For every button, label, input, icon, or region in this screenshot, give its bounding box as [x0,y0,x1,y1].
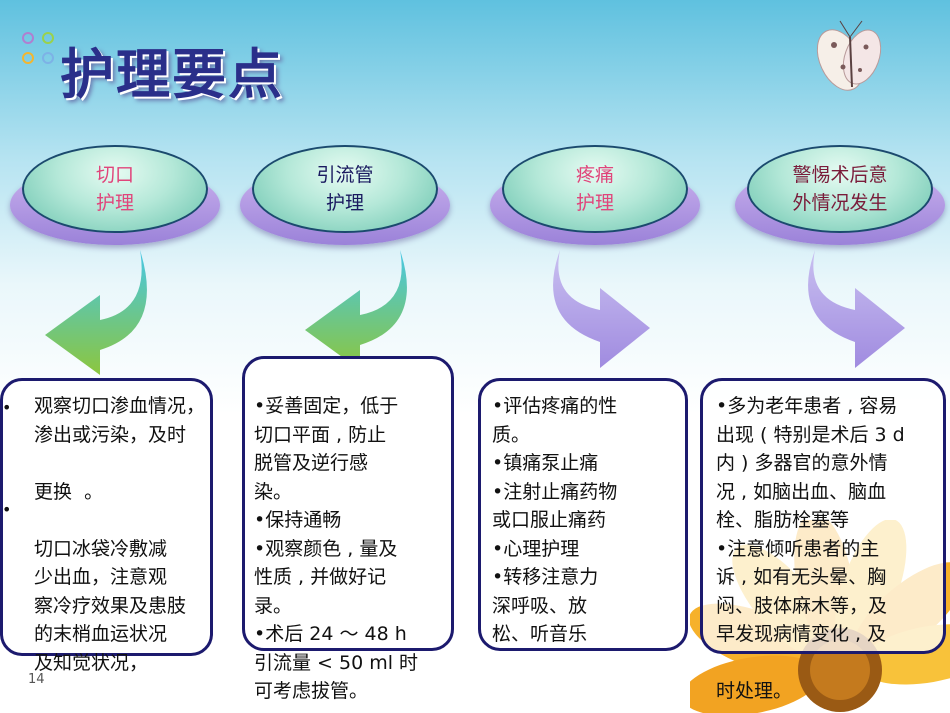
bullet: • [2,398,12,417]
bullet: • [2,500,12,519]
topic-heading: 引流管 护理 [252,145,438,233]
topic-disk-incision: 切口 护理 [10,145,222,255]
content-box-accident [700,378,946,654]
topic-disk-pain: 疼痛 护理 [490,145,702,255]
content-box-pain [478,378,688,651]
page-number: 14 [28,672,45,687]
content-text-accident: •多为老年患者 , 容易 出现 ( 特别是术后 3 d 内 ) 多器官的意外情 … [716,395,905,702]
content-text-pain: •评估疼痛的性 质。 •镇痛泵止痛 •注射止痛药物 或口服止痛药 •心理护理 •… [492,395,618,645]
curved-arrow-icon [45,250,905,375]
butterfly-icon [816,20,882,91]
content-text-incision: 观察切口渗血情况， 渗出或污染，及时 更换 。 切口冰袋冷敷减 少出血，注意观 … [34,395,206,674]
page-title: 护理要点 [60,43,284,106]
topic-heading: 切口 护理 [22,145,208,233]
circle-dots-icon [20,30,60,70]
topic-disk-drainage: 引流管 护理 [240,145,452,255]
topic-disk-accident: 警惕术后意 外情况发生 [735,145,947,255]
content-box-drainage [242,356,454,651]
topic-heading: 警惕术后意 外情况发生 [747,145,933,233]
content-box-incision [0,378,213,656]
topic-heading: 疼痛 护理 [502,145,688,233]
content-text-drainage: •妥善固定，低于 切口平面 , 防止 脱管及逆行感 染。 •保持通畅 •观察颜色… [254,395,419,702]
